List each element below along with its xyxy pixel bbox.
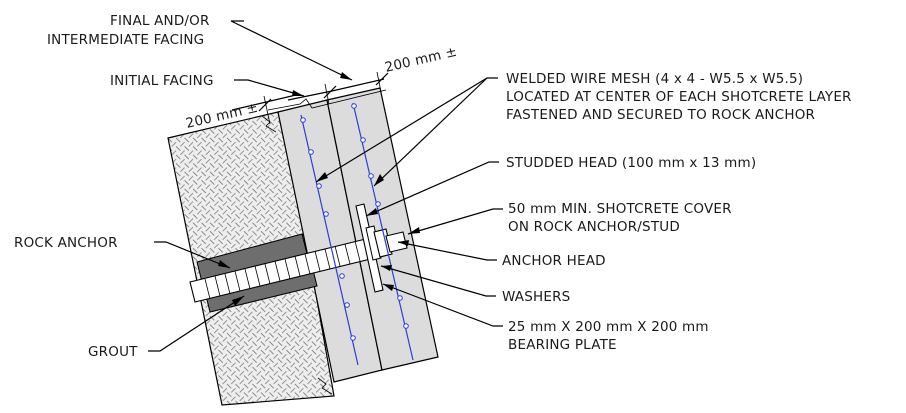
leader-lines xyxy=(148,20,503,352)
final-facing-label-2: INTERMEDIATE FACING xyxy=(47,32,204,48)
mesh-label-1: WELDED WIRE MESH (4 x 4 - W5.5 x W5.5) xyxy=(506,71,803,87)
mesh-label-3: FASTENED AND SECURED TO ROCK ANCHOR xyxy=(506,107,815,123)
dimension-right xyxy=(331,71,389,93)
rock-anchor-label: ROCK ANCHOR xyxy=(14,235,118,251)
bearing-plate xyxy=(355,203,384,293)
bearing-plate-label-1: 25 mm X 200 mm X 200 mm xyxy=(508,319,709,335)
rock-break-line-bottom xyxy=(317,377,333,395)
initial-facing-label: INITIAL FACING xyxy=(110,73,214,89)
facing-break-line xyxy=(267,89,387,111)
studded-head xyxy=(385,231,408,253)
dimension-right-label: 200 mm ± xyxy=(383,44,458,76)
washers-label: WASHERS xyxy=(502,289,570,305)
grout-label: GROUT xyxy=(88,344,138,360)
dimension-left xyxy=(231,83,337,125)
washers xyxy=(365,225,382,261)
bearing-plate-label-2: BEARING PLATE xyxy=(508,337,617,353)
studded-head-label: STUDDED HEAD (100 mm x 13 mm) xyxy=(506,155,756,171)
wire-mesh-final xyxy=(351,102,414,361)
rock-break-line-top xyxy=(261,115,277,133)
cover-label-1: 50 mm MIN. SHOTCRETE COVER xyxy=(508,201,732,217)
mesh-label-2: LOCATED AT CENTER OF EACH SHOTCRETE LAYE… xyxy=(506,89,852,105)
cover-label-2: ON ROCK ANCHOR/STUD xyxy=(508,219,680,235)
anchor-head-label: ANCHOR HEAD xyxy=(502,253,606,269)
final-facing-label-1: FINAL AND/OR xyxy=(110,13,210,29)
wire-mesh-initial xyxy=(300,114,359,366)
